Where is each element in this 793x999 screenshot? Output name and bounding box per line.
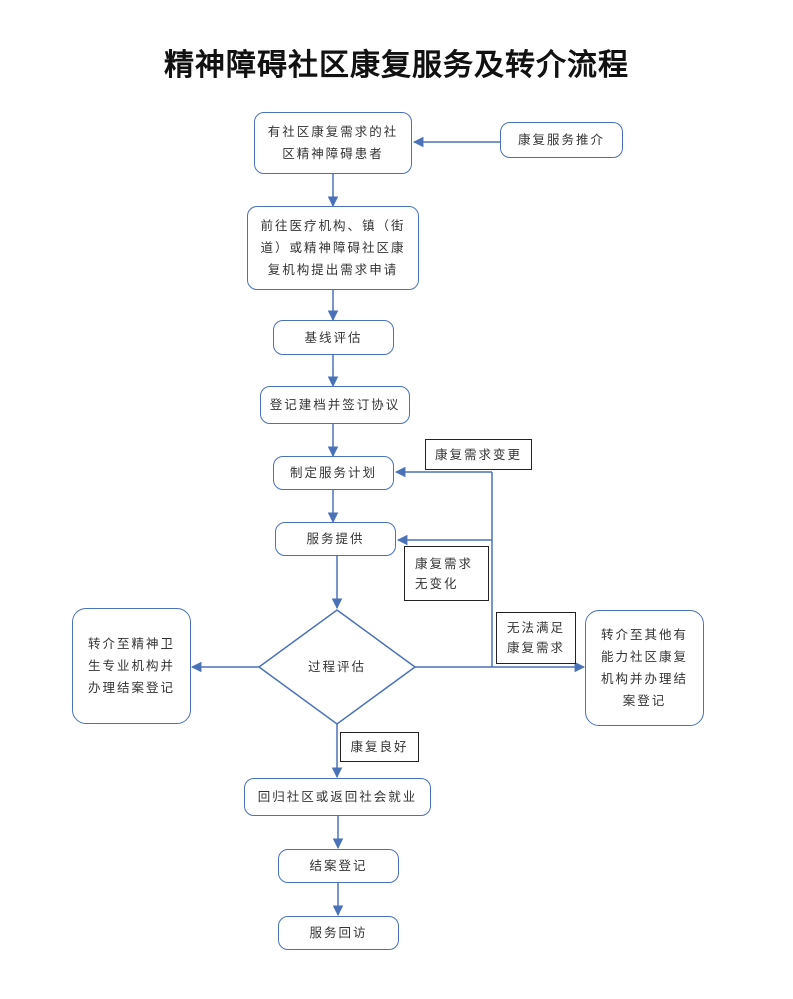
node-refer-mental: 转介至精神卫生专业机构并办理结案登记 xyxy=(72,608,191,724)
node-followup: 服务回访 xyxy=(278,916,399,950)
node-refer-other: 转介至其他有能力社区康复机构并办理结案登记 xyxy=(585,610,704,726)
node-start: 有社区康复需求的社区精神障碍患者 xyxy=(254,112,412,174)
node-apply: 前往医疗机构、镇（街道）或精神障碍社区康复机构提出需求申请 xyxy=(247,206,419,290)
node-plan: 制定服务计划 xyxy=(273,456,394,490)
node-referral-source: 康复服务推介 xyxy=(500,122,623,158)
label-good: 康复良好 xyxy=(340,732,419,762)
page-title: 精神障碍社区康复服务及转介流程 xyxy=(164,48,629,83)
node-provide: 服务提供 xyxy=(275,522,396,556)
node-register: 登记建档并签订协议 xyxy=(260,386,410,424)
node-baseline: 基线评估 xyxy=(273,320,394,355)
label-need-change: 康复需求变更 xyxy=(425,439,532,470)
node-process-eval: 过程评估 xyxy=(307,659,366,674)
label-no-change: 康复需求无变化 xyxy=(404,546,489,601)
label-unmet: 无法满足康复需求 xyxy=(496,612,576,664)
node-return: 回归社区或返回社会就业 xyxy=(244,778,431,816)
node-close: 结案登记 xyxy=(278,849,399,883)
